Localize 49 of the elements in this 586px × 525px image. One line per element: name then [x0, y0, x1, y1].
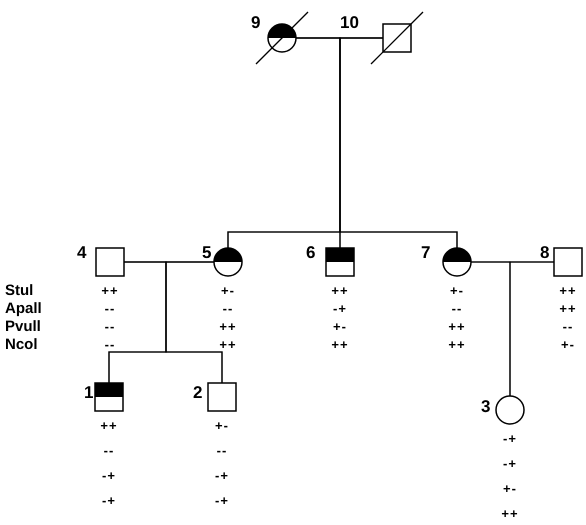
genotype-value: -- [104, 301, 116, 316]
individual-number: 5 [202, 243, 212, 262]
individual-number: 3 [481, 397, 490, 416]
genotype-value: -+ [503, 431, 517, 446]
genotype-value: ++ [559, 283, 577, 298]
enzyme-name: Pvull [5, 318, 41, 335]
genotype-value: -+ [215, 493, 229, 508]
genotype-value: +- [215, 418, 229, 433]
individual-number: 8 [540, 243, 550, 262]
individual-number: 9 [251, 13, 260, 32]
genotype-value: -+ [102, 493, 116, 508]
genotype-value: ++ [219, 337, 237, 352]
individual-number: 4 [77, 243, 86, 262]
genotype-value: +- [450, 283, 464, 298]
individual-number: 6 [306, 243, 316, 262]
genotype-value: -+ [215, 468, 229, 483]
genotype-value: ++ [219, 319, 237, 334]
genotype-value: ++ [559, 301, 577, 316]
individual-number: 2 [193, 383, 202, 402]
genotype-value: +- [333, 319, 347, 334]
genotype-value: -- [104, 337, 116, 352]
genotype-value: ++ [101, 283, 119, 298]
individual-number: 10 [340, 13, 359, 32]
genotype-value: -+ [102, 468, 116, 483]
genotype-value: ++ [331, 283, 349, 298]
genotype-value: ++ [448, 337, 466, 352]
genotype-value: -- [562, 319, 574, 334]
enzyme-name: Ncol [5, 336, 38, 353]
genotype-value: ++ [331, 337, 349, 352]
genotype-value: -- [452, 301, 462, 316]
individual-number: 7 [421, 243, 430, 262]
genotype-value: -+ [503, 456, 517, 471]
genotype-value: ++ [501, 506, 519, 521]
genotype-value: -+ [333, 301, 347, 316]
enzyme-name: Stul [5, 282, 34, 299]
genotype-value: ++ [100, 418, 118, 433]
descent-line [165, 261, 223, 383]
genotype-value: -- [222, 301, 234, 316]
genotype-value: -- [104, 443, 114, 458]
genotype-value: -- [216, 443, 228, 458]
genotype-value: +- [503, 481, 517, 496]
descent-line [339, 37, 458, 248]
genotype-value: +- [561, 337, 575, 352]
genotype-value: ++ [448, 319, 466, 334]
enzyme-name: Apall [5, 300, 42, 317]
descent-line [509, 261, 554, 396]
individual-number: 1 [84, 383, 94, 402]
genotype-value: +- [221, 283, 235, 298]
genotype-value: -- [104, 319, 116, 334]
